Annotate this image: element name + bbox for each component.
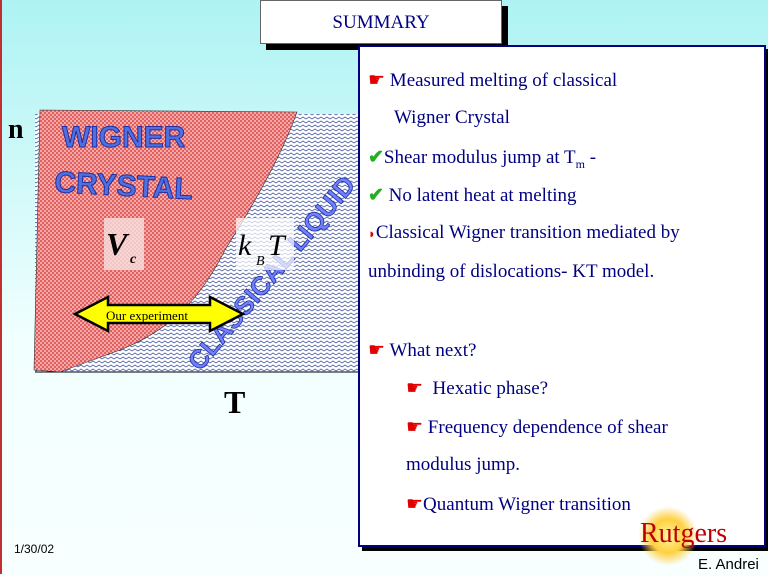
kbt-k: k — [238, 229, 252, 262]
rutgers-logo: Rutgers — [640, 518, 728, 549]
y-axis-label: n — [8, 114, 24, 145]
kbt-t: T — [268, 229, 287, 262]
summary-line: ✔Shear modulus jump at Tm - — [368, 147, 597, 171]
summary-line: ✔ No latent heat at melting — [368, 185, 577, 206]
author: E. Andrei — [698, 556, 759, 573]
pointing-hand-icon: ☛ — [368, 340, 386, 361]
arrow-label: Our experiment — [106, 308, 188, 323]
pointing-hand-icon: ☛ — [406, 417, 424, 438]
kbt-subscript: B — [256, 254, 265, 269]
vc-subscript: c — [130, 252, 137, 267]
pointing-hand-icon: ☛ — [406, 378, 424, 399]
summary-line: ☛ Measured melting of classical — [368, 70, 618, 91]
x-axis-label: T — [224, 384, 245, 420]
check-icon: ✔ — [368, 185, 384, 206]
summary-line: ☛ What next? — [368, 340, 477, 361]
summary-line: Wigner Crystal — [394, 107, 510, 128]
summary-line: ☛ Frequency dependence of shear — [406, 417, 668, 438]
crystal-label-1: WIGNER — [62, 121, 186, 154]
summary-box: ☛ Measured melting of classical Wigner C… — [358, 45, 766, 547]
summary-line: ☛ Hexatic phase? — [406, 378, 549, 399]
summary-line: modulus jump. — [406, 454, 521, 475]
double-arrow — [72, 294, 246, 334]
crystal-label-2: CRYSTAL — [54, 166, 194, 206]
phase-diagram: n T WIGNER CRYSTAL CLASSICAL LIQUID V c … — [8, 109, 370, 420]
pointing-hand-icon: ☛ — [368, 70, 386, 91]
vc-label: V — [106, 226, 130, 262]
summary-line: ☛Quantum Wigner transition — [406, 494, 631, 515]
check-icon: ✔ — [368, 147, 384, 168]
summary-line: unbinding of dislocations- KT model. — [368, 261, 655, 282]
pointing-hand-icon: ☛ — [406, 494, 424, 515]
sun-logo-icon — [638, 506, 698, 566]
red-diamond-icon: ◗ — [368, 226, 376, 241]
slide-title: SUMMARY — [260, 0, 502, 44]
summary-line: ◗Classical Wigner transition mediated by — [368, 222, 680, 243]
slide-date: 1/30/02 — [14, 542, 55, 556]
